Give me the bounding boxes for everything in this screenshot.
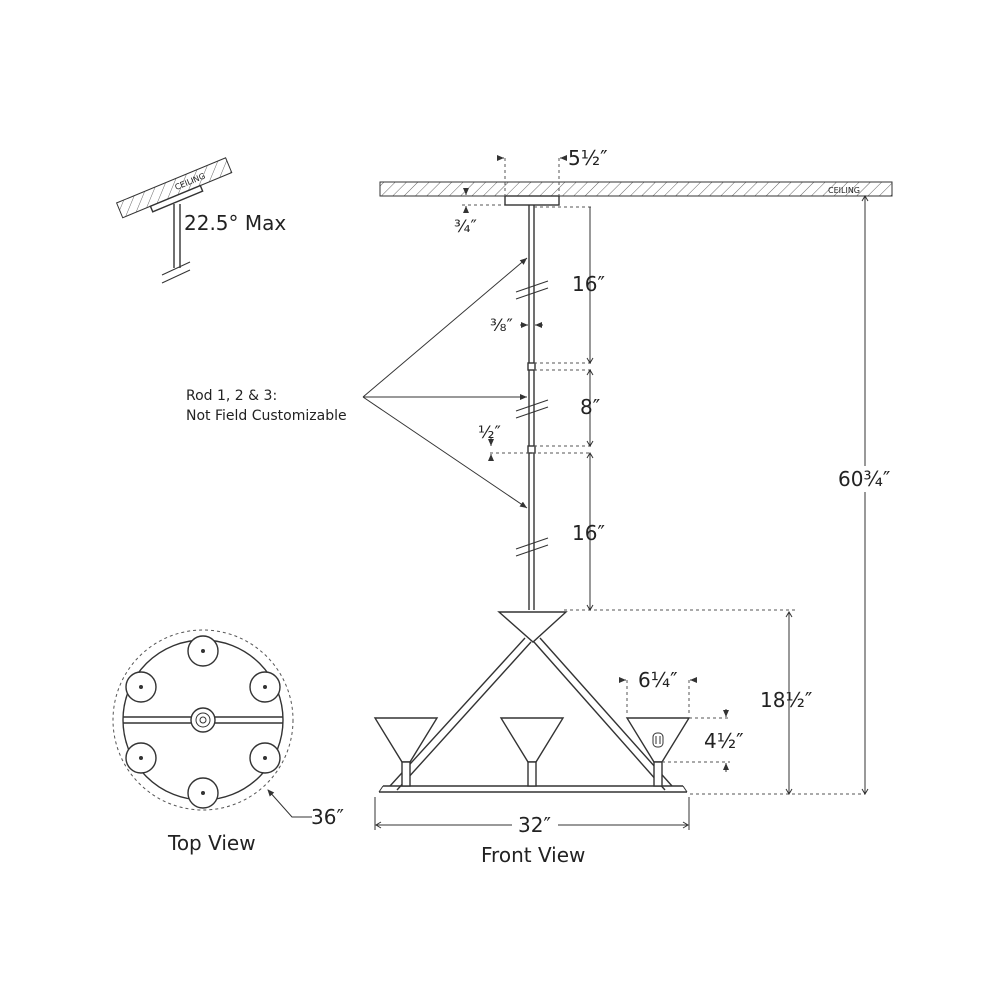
front-view: CEILING 5½″ ¾″	[186, 146, 893, 867]
shade-right	[625, 717, 691, 787]
ceiling-label: CEILING	[828, 186, 860, 195]
top-diameter-label: 36″	[311, 805, 344, 829]
center-hub-icon	[190, 707, 216, 733]
rod-top-length: 16″	[572, 272, 605, 296]
shade-height-label: 4½″	[704, 729, 744, 753]
coupler-label: ½″	[478, 423, 501, 443]
shade-width-label: 6¼″	[638, 668, 678, 692]
rod-break-mark	[161, 261, 191, 276]
canopy	[504, 195, 560, 206]
fixture-body	[378, 611, 688, 793]
canopy-width-label: 5½″	[568, 146, 608, 170]
sloped-ceiling-detail: CEILING 22.5° Max	[115, 157, 286, 284]
top-shade	[125, 635, 281, 809]
downrod	[515, 205, 549, 610]
rod-note-line2: Not Field Customizable	[186, 408, 347, 424]
sloped-canopy	[149, 184, 204, 213]
rod-diameter-label: ⅜″	[490, 316, 513, 336]
rod-bottom-length: 16″	[572, 521, 605, 545]
shade-center	[499, 717, 565, 787]
top-view: 36″ Top View	[112, 629, 344, 855]
shade-left	[373, 717, 439, 787]
ceiling	[379, 181, 893, 197]
overall-width-label: 32″	[518, 813, 551, 837]
canopy-height-label: ¾″	[454, 217, 477, 237]
bulb-icon	[652, 732, 664, 748]
slope-label: 22.5° Max	[184, 211, 286, 235]
body-height-label: 18½″	[760, 688, 812, 712]
top-view-title: Top View	[167, 831, 256, 855]
front-view-title: Front View	[481, 843, 585, 867]
overall-height-label: 60¾″	[838, 467, 890, 491]
top-view-diameter-outline	[112, 629, 294, 811]
rod-note-line1: Rod 1, 2 & 3:	[186, 388, 277, 404]
rod-middle-length: 8″	[580, 395, 600, 419]
